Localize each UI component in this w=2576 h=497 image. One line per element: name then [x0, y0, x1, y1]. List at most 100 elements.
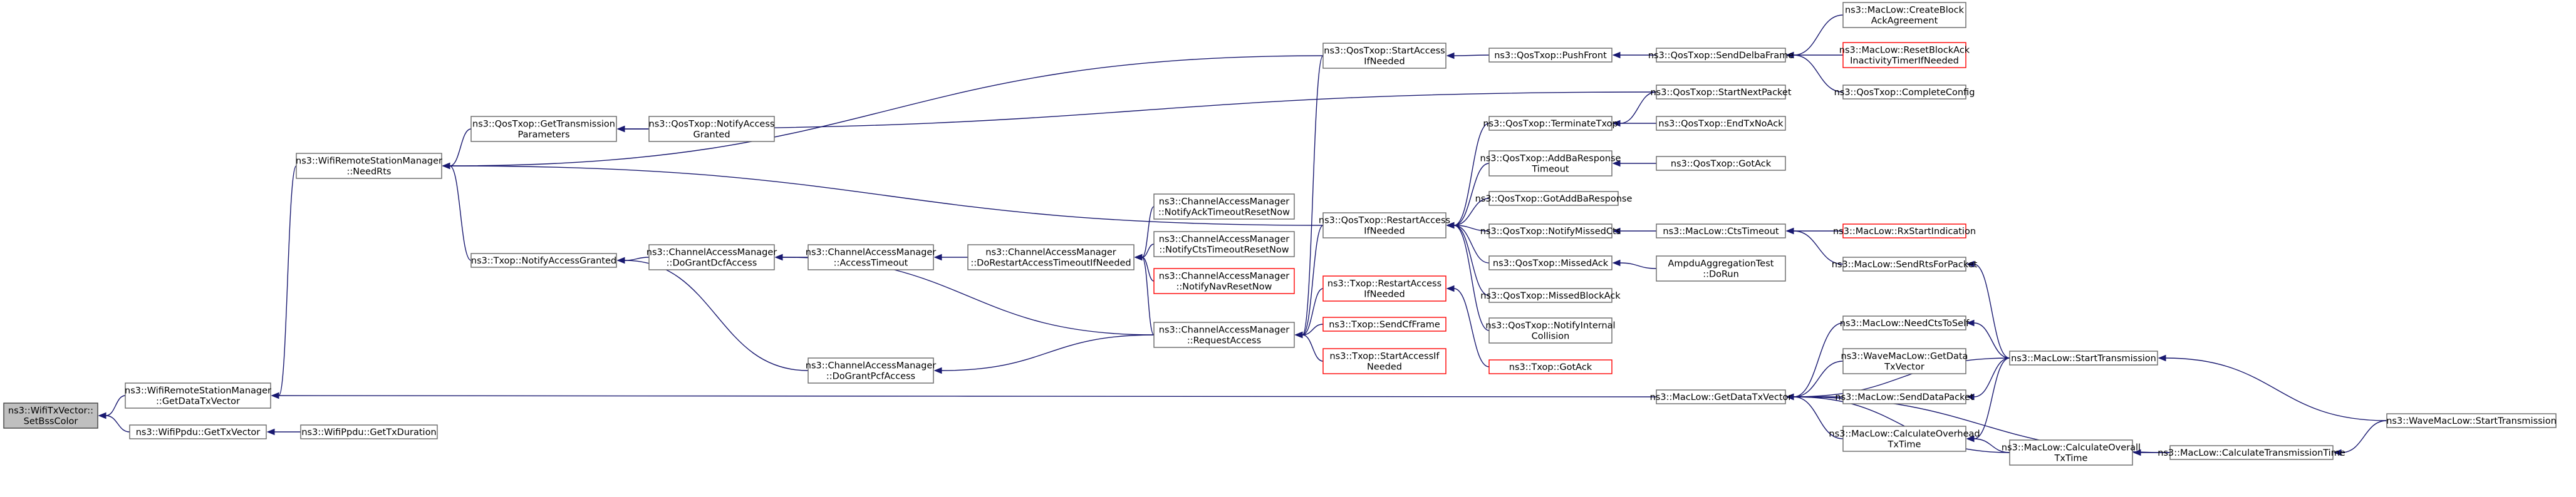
call-edge-qt_etna-to-qt_tt	[1612, 120, 1656, 127]
graph-node-aat_dr[interactable]: AmpduAggregationTest::DoRun	[1656, 255, 1786, 282]
node-label: TxTime	[1888, 440, 1921, 450]
node-box	[1656, 255, 1786, 282]
call-edge-ml_cba-to-qt_sdf	[1785, 14, 1844, 59]
graph-node-cam_dratin[interactable]: ns3::ChannelAccessManager::DoRestartAcce…	[967, 244, 1135, 270]
node-box	[1656, 389, 1786, 404]
node-box	[1322, 212, 1446, 238]
graph-node-qt_etna[interactable]: ns3::QosTxop::EndTxNoAck	[1656, 116, 1786, 131]
node-label: ns3::WifiTxVector::	[8, 406, 93, 416]
node-label: ::AccessTimeout	[834, 259, 908, 269]
edge-line	[1302, 225, 1324, 336]
arrowhead-icon	[1785, 227, 1794, 235]
arrowhead-icon	[2333, 449, 2342, 456]
node-label: ns3::MacLow::NeedCtsToSelf	[1840, 319, 1970, 329]
edge-line	[1793, 54, 1844, 93]
graph-node-qt_gabr[interactable]: ns3::QosTxop::GotAddBaResponse	[1475, 191, 1633, 206]
node-label: ::DoRun	[1703, 270, 1739, 280]
node-box	[1153, 322, 1295, 348]
node-box	[648, 244, 775, 270]
graph-node-cam_nat[interactable]: ns3::ChannelAccessManager::NotifyAckTime…	[1153, 193, 1295, 220]
graph-node-qt_snp[interactable]: ns3::QosTxop::StartNextPacket	[1650, 85, 1792, 100]
arrowhead-icon	[933, 254, 942, 261]
graph-node-wrsm_nr[interactable]: ns3::WifiRemoteStationManager::NeedRts	[296, 153, 442, 179]
graph-node-wml_gdtv[interactable]: ns3::WaveMacLow::GetDataTxVector	[1841, 348, 1968, 374]
edge-line	[1453, 54, 1490, 56]
node-box	[1842, 42, 1966, 68]
edge-line	[1453, 288, 1490, 367]
arrowhead-icon	[1612, 259, 1621, 267]
graph-node-qt_ga[interactable]: ns3::QosTxop::GotAck	[1656, 156, 1786, 171]
node-label: ns3::ChannelAccessManager	[1159, 325, 1290, 336]
node-box	[2009, 351, 2158, 366]
graph-node-cam_at[interactable]: ns3::ChannelAccessManager::AccessTimeout	[806, 244, 937, 270]
graph-node-wrsm_gdtv[interactable]: ns3::WifiRemoteStationManager::GetDataTx…	[125, 382, 271, 409]
node-label: ns3::MacLow::CalculateOverhead	[1829, 429, 1980, 439]
graph-node-ml_ncts[interactable]: ns3::MacLow::NeedCtsToSelf	[1840, 315, 1970, 330]
graph-node-ppdu_gtv[interactable]: ns3::WifiPpdu::GetTxVector	[129, 424, 267, 439]
graph-node-ppdu_gtd[interactable]: ns3::WifiPpdu::GetTxDuration	[300, 424, 438, 439]
graph-node-cam_ra[interactable]: ns3::ChannelAccessManager::RequestAccess	[1153, 322, 1295, 348]
call-edge-qt_rain-to-wrsm_nr	[442, 162, 1324, 226]
call-graph-nodes: ns3::WifiTxVector::SetBssColor ns3::WifiR…	[3, 2, 2557, 466]
graph-node-qt_pf[interactable]: ns3::QosTxop::PushFront	[1488, 48, 1613, 63]
graph-node-tx_ga[interactable]: ns3::Txop::GotAck	[1488, 359, 1613, 374]
graph-node-qt_mba[interactable]: ns3::QosTxop::MissedBlockAck	[1480, 288, 1621, 303]
edge-line	[1973, 438, 2010, 453]
graph-node-qt_tt[interactable]: ns3::QosTxop::TerminateTxop	[1483, 116, 1618, 131]
node-label: ::NotifyCtsTimeoutResetNow	[1159, 245, 1289, 255]
graph-node-qt_sdf[interactable]: ns3::QosTxop::SendDelbaFrame	[1648, 48, 1794, 63]
graph-node-cam_nct[interactable]: ns3::ChannelAccessManager::NotifyCtsTime…	[1153, 231, 1295, 257]
graph-node-ml_ct[interactable]: ns3::MacLow::CtsTimeout	[1656, 223, 1786, 238]
node-label: ns3::Txop::NotifyAccessGranted	[471, 256, 616, 266]
graph-node-wml_st[interactable]: ns3::WaveMacLow::StartTransmission	[2386, 413, 2557, 428]
call-edge-cam_dratin-to-cam_at	[933, 254, 969, 261]
graph-node-tx_nag[interactable]: ns3::Txop::NotifyAccessGranted	[470, 253, 617, 268]
graph-node-qt_ma[interactable]: ns3::QosTxop::MissedAck	[1488, 255, 1613, 270]
call-edge-ml_gdtv-to-wrsm_gdtv	[271, 392, 1657, 399]
graph-node-qt_nmc[interactable]: ns3::QosTxop::NotifyMissedCts	[1480, 223, 1621, 238]
graph-node-ml_gdtv[interactable]: ns3::MacLow::GetDataTxVector	[1650, 389, 1792, 404]
node-label: ::DoRestartAccessTimeoutIfNeeded	[970, 259, 1131, 269]
call-edge-wml_st-to-ml_ctt	[2333, 420, 2387, 456]
graph-node-qt_cc[interactable]: ns3::QosTxop::CompleteConfig	[1834, 85, 1975, 100]
graph-node-tx_scf[interactable]: ns3::Txop::SendCfFrame	[1322, 317, 1446, 332]
node-label: ns3::MacLow::CreateBlock	[1845, 6, 1965, 16]
graph-node-ml_sdp[interactable]: ns3::MacLow::SendDataPacket	[1835, 389, 1974, 404]
graph-node-cam_nnr[interactable]: ns3::ChannelAccessManager::NotifyNavRese…	[1153, 268, 1295, 294]
node-box	[1488, 116, 1613, 131]
graph-node-ml_rba[interactable]: ns3::MacLow::ResetBlockAckInactivityTime…	[1839, 42, 1970, 68]
graph-node-cam_dgdcf[interactable]: ns3::ChannelAccessManager::DoGrantDcfAcc…	[647, 244, 777, 270]
call-edge-cam_dgpcf-to-tx_nag	[616, 257, 809, 371]
node-label: ns3::QosTxop::PushFront	[1494, 51, 1607, 61]
edge-line	[449, 55, 1324, 167]
graph-node-ml_ctt[interactable]: ns3::MacLow::CalculateTransmissionTime	[2158, 445, 2345, 460]
graph-node-qt_nag[interactable]: ns3::QosTxop::NotifyAccessGranted	[648, 116, 775, 142]
graph-node-cam_dgpcf[interactable]: ns3::ChannelAccessManager::DoGrantPcfAcc…	[806, 357, 937, 384]
call-edge-ml_st-to-ml_sdp	[1966, 357, 2010, 401]
node-box	[967, 244, 1135, 270]
graph-node-ml_srfp[interactable]: ns3::MacLow::SendRtsForPacket	[1832, 257, 1978, 272]
call-graph-edges	[98, 14, 2387, 456]
node-box	[470, 253, 617, 268]
graph-node-ml_rsi[interactable]: ns3::MacLow::RxStartIndication	[1833, 223, 1976, 238]
node-label: ::NotifyAckTimeoutResetNow	[1158, 208, 1290, 218]
node-label: Collision	[1532, 332, 1570, 342]
edge-line	[941, 334, 1155, 371]
node-label: ns3::QosTxop::CompleteConfig	[1834, 88, 1975, 98]
edge-line	[1141, 257, 1155, 336]
graph-node-ml_st[interactable]: ns3::MacLow::StartTransmission	[2009, 351, 2158, 366]
edge-line	[1141, 206, 1155, 258]
arrowhead-icon	[271, 392, 279, 399]
node-label: Granted	[693, 130, 730, 140]
graph-node-root[interactable]: ns3::WifiTxVector::SetBssColor	[3, 402, 98, 429]
